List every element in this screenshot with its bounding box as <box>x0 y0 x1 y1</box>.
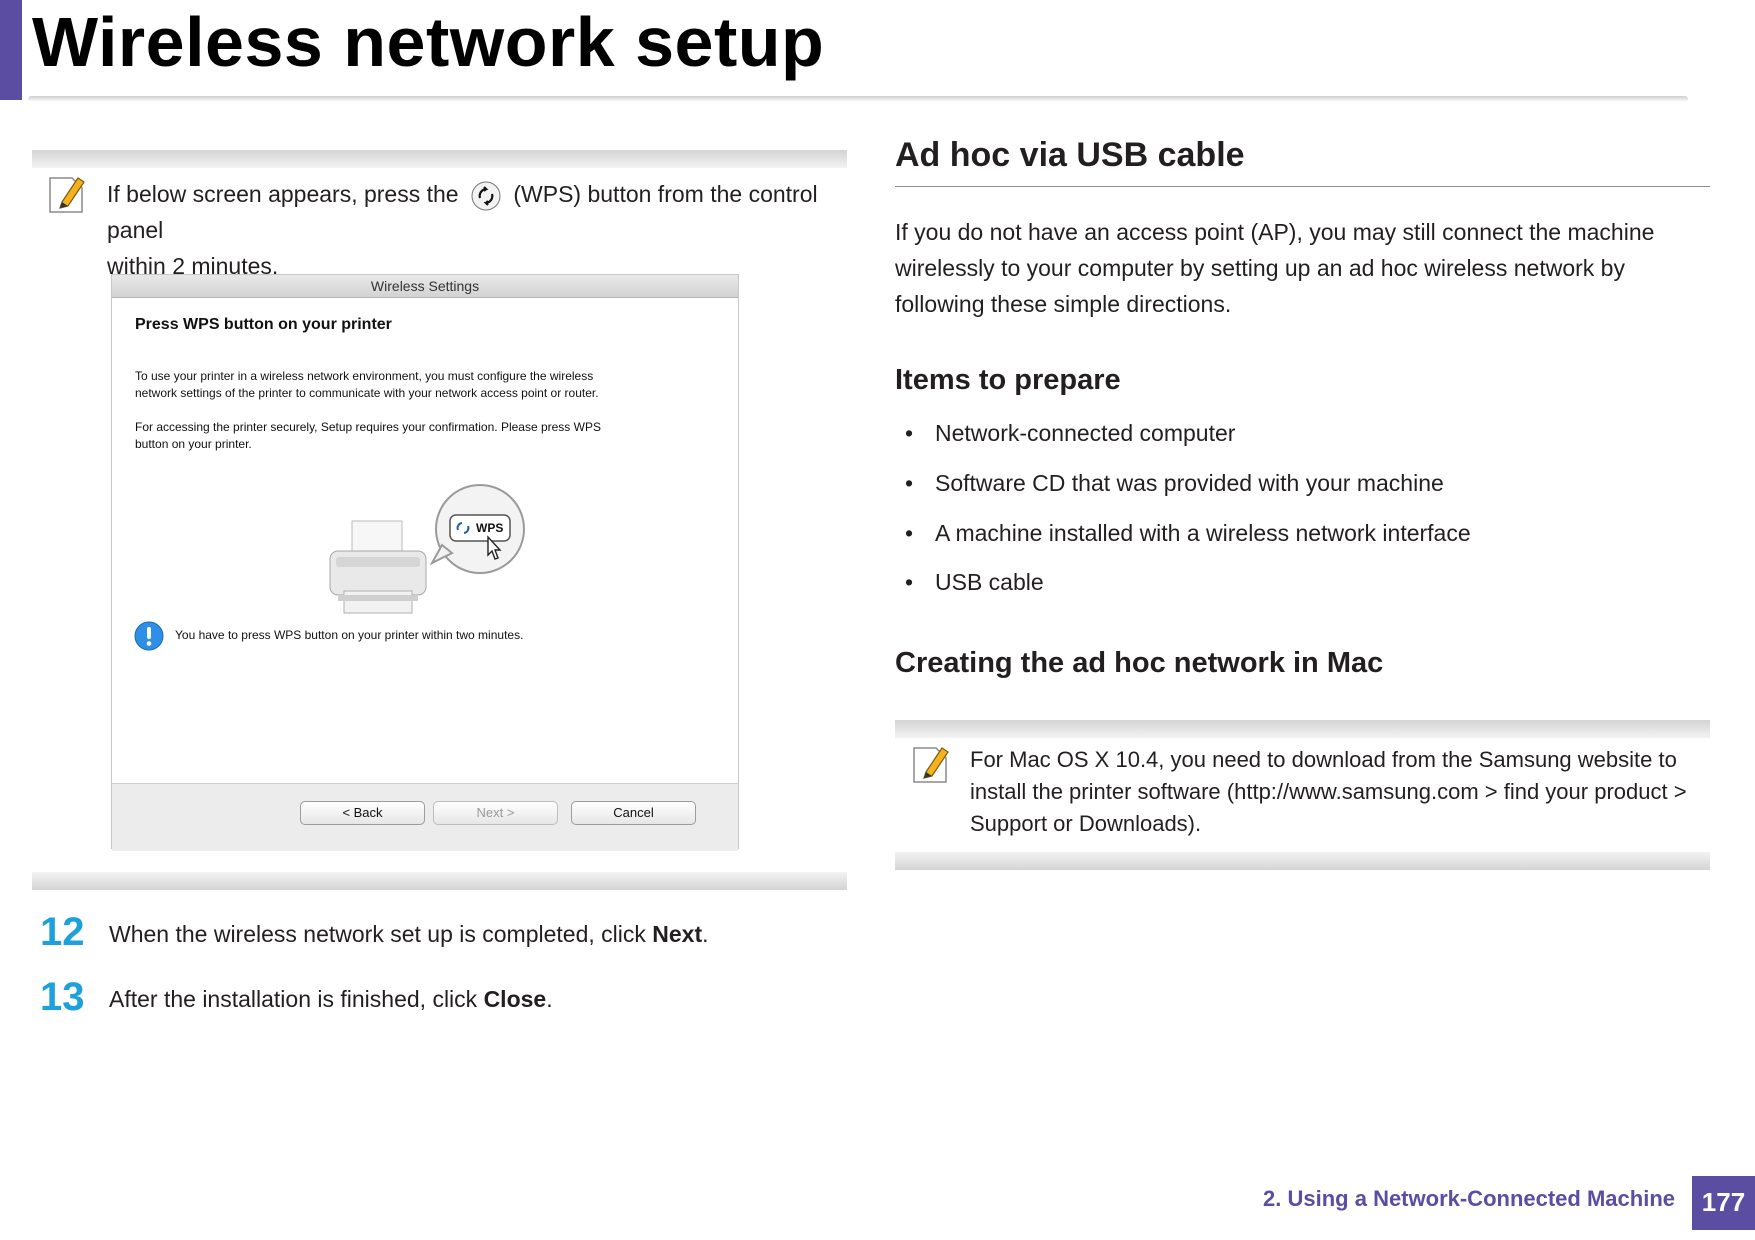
list-item: USB cable <box>935 569 1044 595</box>
bullet-mark: • <box>905 470 914 496</box>
dialog-para1-line2: network settings of the printer to commu… <box>135 386 599 400</box>
pencil-note-icon <box>48 172 88 214</box>
wps-label: WPS <box>476 521 504 535</box>
pencil-note-icon <box>912 742 952 784</box>
wps-icon <box>471 181 501 211</box>
dialog-para2-line2: button on your printer. <box>135 437 252 451</box>
step-13-bold: Close <box>483 986 547 1012</box>
note-text-before: If below screen appears, press the <box>107 181 459 207</box>
wps-callout: WPS <box>428 483 528 583</box>
mac-note-line-2: install the printer software (http://www… <box>970 779 1687 804</box>
bullet-mark: • <box>905 569 914 595</box>
step-12-label: When the wireless network set up is comp… <box>109 921 653 947</box>
items-title: Items to prepare <box>895 364 1121 396</box>
step-12-text: When the wireless network set up is comp… <box>109 916 709 952</box>
dialog-titlebar: Wireless Settings <box>112 275 738 298</box>
intro-line-1: If you do not have an access point (AP),… <box>895 219 1655 245</box>
mac-note-line-3: Support or Downloads). <box>970 811 1202 836</box>
note-bottom-band <box>32 872 847 890</box>
intro-line-3: following these simple directions. <box>895 291 1232 317</box>
step-12-end: . <box>702 921 709 947</box>
step-12-bold: Next <box>652 921 703 947</box>
back-button[interactable]: < Back <box>300 801 425 825</box>
dialog-body: Press WPS button on your printer To use … <box>112 298 738 783</box>
section-rule <box>895 186 1710 187</box>
list-item: Network-connected computer <box>935 420 1236 446</box>
list-item: A machine installed with a wireless netw… <box>935 520 1471 546</box>
dialog-paragraph-1: To use your printer in a wireless networ… <box>135 368 695 402</box>
cancel-button[interactable]: Cancel <box>571 801 696 825</box>
mac-section-title: Creating the ad hoc network in Mac <box>895 647 1384 679</box>
bullet-mark: • <box>905 420 914 446</box>
footer-chapter: 2. Using a Network-Connected Machine <box>1263 1186 1675 1211</box>
section-title: Ad hoc via USB cable <box>895 136 1245 174</box>
step-number-12: 12 <box>40 910 85 954</box>
list-item: Software CD that was provided with your … <box>935 470 1444 496</box>
note-top-band <box>32 150 847 168</box>
info-icon <box>134 621 164 651</box>
wireless-settings-dialog: Wireless Settings Press WPS button on yo… <box>111 274 739 851</box>
page-title: Wireless network setup <box>32 3 825 81</box>
printer-illustration <box>322 513 482 623</box>
step-13-label: After the installation is finished, clic… <box>109 986 484 1012</box>
bullet-mark: • <box>905 520 914 546</box>
alert-text: You have to press WPS button on your pri… <box>175 628 524 642</box>
intro-paragraph: If you do not have an access point (AP),… <box>895 214 1715 322</box>
mac-note-top-band <box>895 720 1710 738</box>
dialog-footer: < Back Next > Cancel <box>112 783 738 851</box>
mac-note-text: For Mac OS X 10.4, you need to download … <box>970 744 1715 840</box>
dialog-para1-line1: To use your printer in a wireless networ… <box>135 369 594 383</box>
mac-note-line-1: For Mac OS X 10.4, you need to download … <box>970 747 1677 772</box>
note-text-after: (WPS) button from the control panel <box>107 181 818 243</box>
next-button[interactable]: Next > <box>433 801 558 825</box>
title-accent-bar <box>0 0 22 100</box>
note-text: If below screen appears, press the (WPS)… <box>107 176 847 284</box>
step-number-13: 13 <box>40 975 85 1019</box>
step-13-text: After the installation is finished, clic… <box>109 981 553 1017</box>
page-number: 177 <box>1692 1176 1755 1230</box>
mac-note-bottom-band <box>895 852 1710 870</box>
title-divider <box>28 96 1688 102</box>
intro-line-2: wirelessly to your computer by setting u… <box>895 255 1625 281</box>
dialog-heading: Press WPS button on your printer <box>135 316 392 333</box>
step-13-end: . <box>546 986 553 1012</box>
dialog-para2-line1: For accessing the printer securely, Setu… <box>135 420 601 434</box>
dialog-paragraph-2: For accessing the printer securely, Setu… <box>135 419 695 453</box>
